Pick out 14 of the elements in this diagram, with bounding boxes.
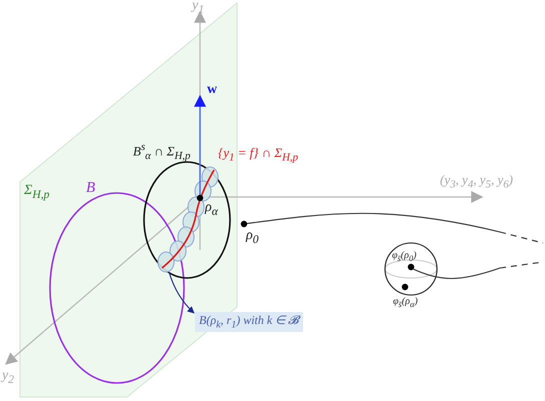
axis-label: y$_{2}$ (2, 368, 14, 387)
plane-label: Σ$_{H,p}$ (24, 183, 50, 202)
set-label: B (86, 180, 96, 196)
point-label: φ$_{s̄}$(ρ$_{α}$) (393, 296, 418, 310)
ball-label: B(ρ$_{k}$, r$_{1}$) with k ∈ 𝓑 (195, 312, 304, 332)
set-label: B$^{s}$$_{α}$ ∩ Σ$_{H,p}$ (133, 142, 190, 163)
vector-label: w (207, 82, 218, 98)
point-label: φ$_{s̄}$(ρ$_{0}$) (392, 250, 416, 264)
axis-label: (y$_{3}$, y$_{4}$, y$_{5}$, y$_{6}$) (440, 173, 513, 192)
leader-arrow (168, 272, 194, 314)
small-ball (158, 252, 174, 272)
point-label: ρ$_{α}$ (205, 200, 218, 219)
point-label: ρ$_{0}$ (246, 228, 259, 247)
set-label: {y$_{1}$ = f} ∩ Σ$_{H,p}$ (218, 146, 298, 164)
